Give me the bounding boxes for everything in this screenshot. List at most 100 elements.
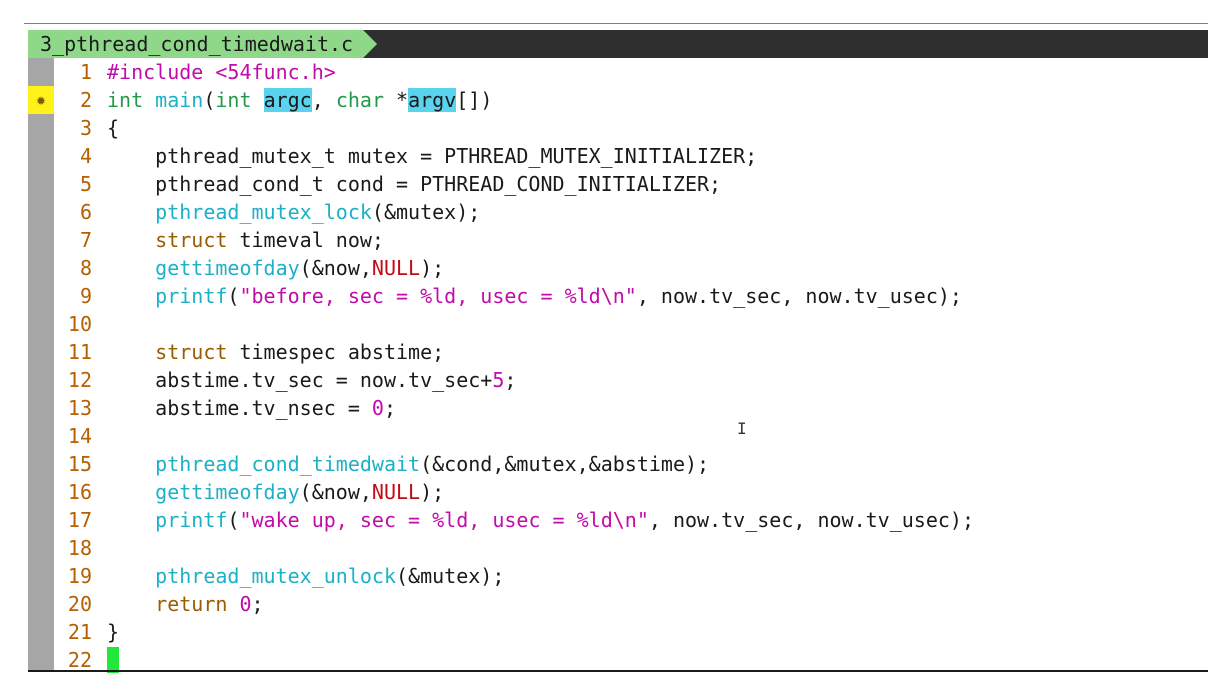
token-plain: ;	[383, 396, 396, 420]
line-text: pthread_cond_timedwait(&cond,&mutex,&abs…	[107, 450, 709, 478]
token-plain: {	[107, 116, 120, 140]
token-plain: (&now,	[299, 480, 372, 504]
sign-cell	[28, 254, 54, 282]
code-line[interactable]: 22	[28, 646, 1208, 674]
token-func: printf	[155, 508, 228, 532]
code-line[interactable]: 5 pthread_cond_t cond = PTHREAD_COND_INI…	[28, 170, 1208, 198]
token-plain	[143, 88, 155, 112]
line-number: 20	[67, 592, 92, 616]
code-line[interactable]: 6 pthread_mutex_lock(&mutex);	[28, 198, 1208, 226]
token-plain: (&now,	[299, 256, 372, 280]
line-text: pthread_mutex_unlock(&mutex);	[107, 562, 504, 590]
line-text: gettimeofday(&now,NULL);	[107, 478, 444, 506]
line-text: {	[107, 114, 119, 142]
sign-cell	[28, 282, 54, 310]
line-text	[107, 646, 119, 674]
token-func: gettimeofday	[155, 480, 300, 504]
token-plain: (&mutex);	[396, 564, 505, 588]
token-plain	[107, 592, 155, 616]
line-text: gettimeofday(&now,NULL);	[107, 254, 444, 282]
code-line[interactable]: 18	[28, 534, 1208, 562]
token-plain: (	[227, 508, 240, 532]
code-line[interactable]: 3{	[28, 114, 1208, 142]
token-plain: pthread_mutex_t mutex = PTHREAD_MUTEX_IN…	[107, 144, 758, 168]
line-number: 7	[79, 228, 92, 252]
token-plain	[107, 564, 155, 588]
code-line[interactable]: 12 abstime.tv_sec = now.tv_sec+5;	[28, 366, 1208, 394]
code-line[interactable]: 8 gettimeofday(&now,NULL);	[28, 254, 1208, 282]
token-plain: [])	[456, 88, 493, 112]
token-number: 0	[239, 592, 252, 616]
token-number: 0	[371, 396, 384, 420]
code-line[interactable]: 13 abstime.tv_nsec = 0;	[28, 394, 1208, 422]
code-line[interactable]: 4 pthread_mutex_t mutex = PTHREAD_MUTEX_…	[28, 142, 1208, 170]
code-line[interactable]: 14	[28, 422, 1208, 450]
token-plain: );	[420, 256, 445, 280]
code-line[interactable]: 7 struct timeval now;	[28, 226, 1208, 254]
sign-cell	[28, 618, 54, 646]
code-line[interactable]: 1#include <54func.h>	[28, 58, 1208, 86]
code-line[interactable]: 11 struct timespec abstime;	[28, 338, 1208, 366]
token-plain: , now.tv_sec, now.tv_usec);	[636, 284, 962, 308]
token-plain: }	[107, 620, 120, 644]
code-line[interactable]: 16 gettimeofday(&now,NULL);	[28, 478, 1208, 506]
line-text: return 0;	[107, 590, 263, 618]
text-cursor	[107, 647, 119, 673]
sign-cell	[28, 450, 54, 478]
code-line[interactable]: 19 pthread_mutex_unlock(&mutex);	[28, 562, 1208, 590]
line-text: pthread_mutex_t mutex = PTHREAD_MUTEX_IN…	[107, 142, 757, 170]
token-plain: *	[384, 88, 409, 112]
line-number: 10	[67, 312, 92, 336]
line-number: 14	[67, 424, 92, 448]
sign-cell	[28, 226, 54, 254]
code-line[interactable]: 10	[28, 310, 1208, 338]
token-type: int	[107, 88, 144, 112]
token-func: gettimeofday	[155, 256, 300, 280]
token-plain: (&cond,&mutex,&abstime);	[420, 452, 710, 476]
sign-cell	[28, 338, 54, 366]
vim-editor[interactable]: 3_pthread_cond_timedwait.c 1#include <54…	[28, 30, 1208, 674]
line-number: 15	[67, 452, 92, 476]
tab-active-file[interactable]: 3_pthread_cond_timedwait.c	[28, 30, 377, 58]
sign-cell	[28, 506, 54, 534]
line-number: 9	[79, 284, 92, 308]
code-line[interactable]: 17 printf("wake up, sec = %ld, usec = %l…	[28, 506, 1208, 534]
token-keyword: struct	[155, 228, 228, 252]
code-line[interactable]: 9 printf("before, sec = %ld, usec = %ld\…	[28, 282, 1208, 310]
sign-cell	[28, 170, 54, 198]
token-keyword: return	[155, 592, 228, 616]
token-plain: (	[203, 88, 216, 112]
code-line[interactable]: 21}	[28, 618, 1208, 646]
line-number: 19	[67, 564, 92, 588]
sign-cell	[28, 534, 54, 562]
text-cursor-ibeam-icon: I	[737, 419, 747, 438]
sign-cell	[28, 590, 54, 618]
line-number: 17	[67, 508, 92, 532]
line-number: 21	[67, 620, 92, 644]
line-number: 13	[67, 396, 92, 420]
token-plain: ;	[504, 368, 517, 392]
sign-cell	[28, 114, 54, 142]
token-plain: ,	[311, 88, 336, 112]
line-text: int main(int argc, char *argv[])	[107, 86, 492, 114]
line-text: pthread_mutex_lock(&mutex);	[107, 198, 480, 226]
sign-column	[28, 58, 54, 672]
token-func: printf	[155, 284, 228, 308]
code-line[interactable]: 20 return 0;	[28, 590, 1208, 618]
line-number: 12	[67, 368, 92, 392]
token-func: main	[155, 88, 204, 112]
code-line[interactable]: 15 pthread_cond_timedwait(&cond,&mutex,&…	[28, 450, 1208, 478]
line-number: 4	[79, 144, 92, 168]
token-keyword: struct	[155, 340, 228, 364]
sign-cell	[28, 366, 54, 394]
line-text: abstime.tv_sec = now.tv_sec+5;	[107, 366, 516, 394]
token-plain	[107, 480, 155, 504]
token-func: pthread_mutex_unlock	[155, 564, 396, 588]
search-highlight: argc	[263, 88, 312, 112]
token-type: char	[335, 88, 384, 112]
sign-cell	[28, 198, 54, 226]
token-plain	[107, 340, 155, 364]
sign-cell	[28, 310, 54, 338]
